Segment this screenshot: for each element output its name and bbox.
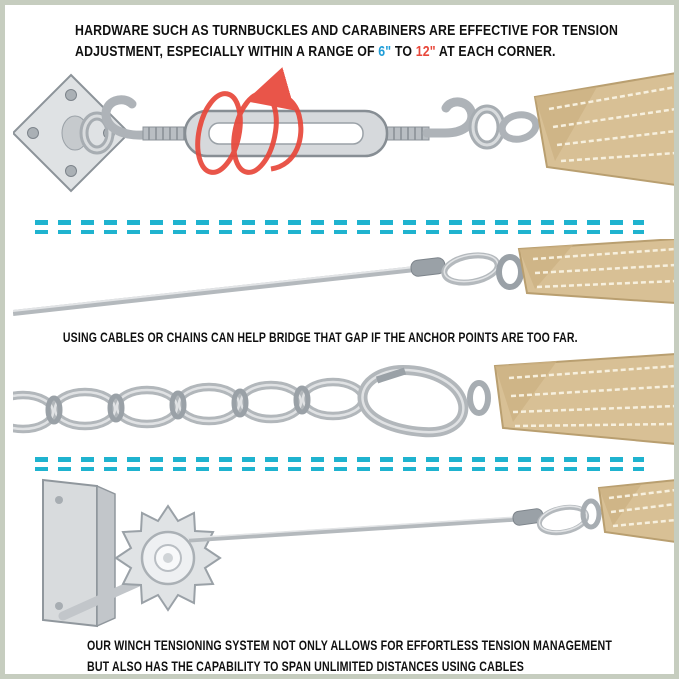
dash-row [35,457,644,462]
dashed-divider [35,457,644,471]
range-min-value: 6" [378,44,392,60]
turnbuckle-illustration [13,67,674,193]
turnbuckle-left-hook [101,95,158,140]
winch-caption-line-1: OUR WINCH TENSIONING SYSTEM NOT ONLY ALL… [87,637,613,653]
connector-ring [468,104,506,150]
cable-loop [441,252,501,286]
chain-links [13,377,368,434]
sail-corner-strap [580,479,674,543]
chain-illustration [13,353,674,445]
cables-chains-caption: USING CABLES OR CHAINS CAN HELP BRIDGE T… [62,330,578,345]
quick-link [498,111,540,143]
carabiner [357,364,469,438]
turnbuckle-body [142,109,430,158]
crimp-ferrule [410,257,446,277]
range-max-value: 12" [415,44,436,60]
sail-corner-strap [467,353,674,445]
heading: HARDWARE SUCH AS TURNBUCKLES AND CARABIN… [13,13,666,65]
dash-row [35,466,644,471]
cable-loop [536,504,590,536]
red-twist-spiral-arrow [195,67,304,175]
heading-line-2-pre: ADJUSTMENT, ESPECIALLY WITHIN A RANGE OF [75,44,379,60]
heading-line-2-mid: TO [391,44,416,60]
winch-caption-line-2: BUT ALSO HAS THE CAPABILITY TO SPAN UNLI… [87,658,524,674]
cable-illustration [13,239,674,316]
heading-line-2: ADJUSTMENT, ESPECIALLY WITHIN A RANGE OF… [75,42,577,63]
shackle [496,254,524,290]
heading-line-2-post: AT EACH CORNER. [435,44,556,60]
sail-corner-strap [533,72,674,186]
winch-illustration [42,478,674,628]
winch-caption: OUR WINCH TENSIONING SYSTEM NOT ONLY ALL… [13,631,666,674]
sail-corner-strap [517,239,674,304]
heading-line-1: HARDWARE SUCH AS TURNBUCKLES AND CARABIN… [75,23,619,39]
pad-eye-wall-plate [13,73,131,193]
dash-row [35,220,644,225]
steel-cable [13,266,416,316]
dash-row [35,229,644,234]
winch-hub [140,530,196,586]
turnbuckle-right-hook [422,97,477,138]
steel-cable [188,515,534,543]
dashed-divider [35,220,644,234]
